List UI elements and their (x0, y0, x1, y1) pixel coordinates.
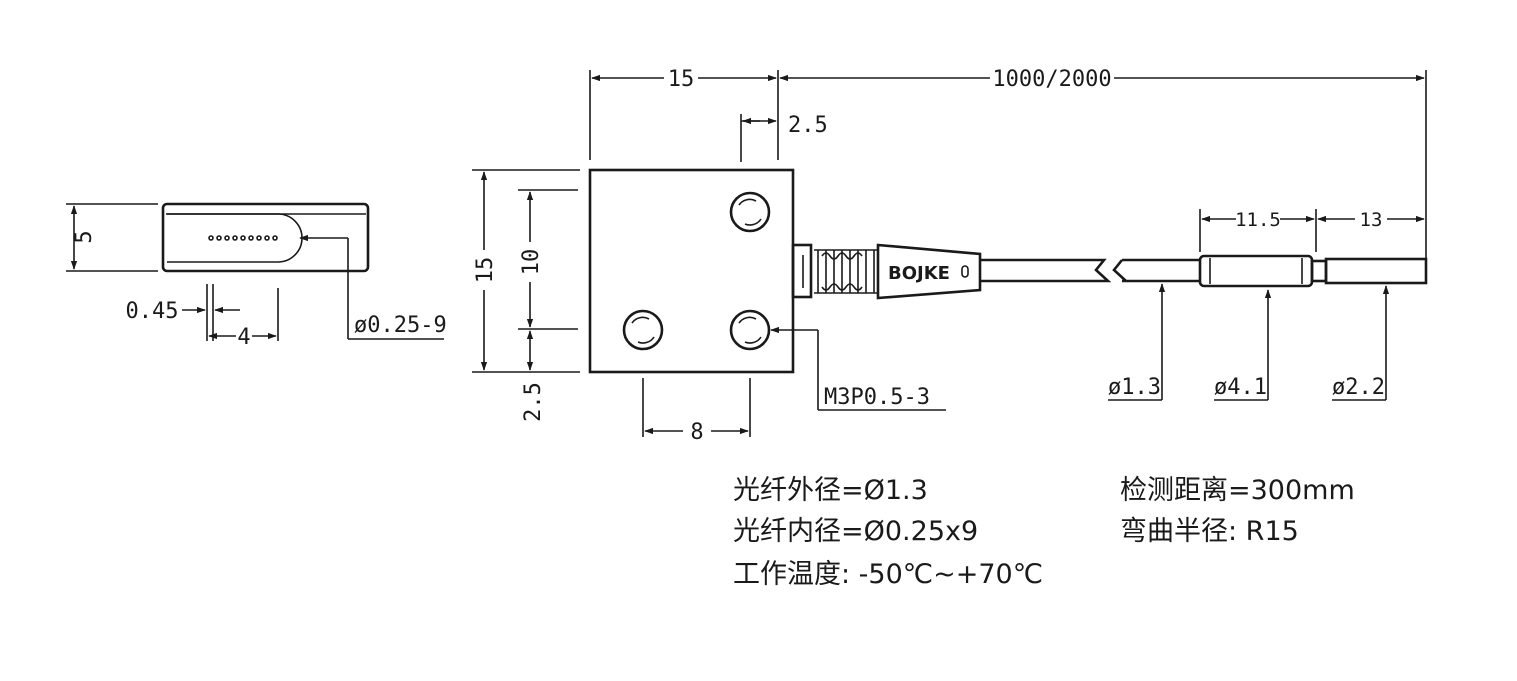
side-height-dim: 5 (72, 230, 97, 243)
fiber-spec-label: ø0.25-9 (354, 313, 447, 338)
spec-bend-radius: 弯曲半径: R15 (1120, 516, 1299, 547)
mounting-hole-top-right (729, 191, 771, 233)
side-gap-dim: 0.45 (126, 299, 179, 324)
spec-inner-dia: 光纤内径=Ø0.25x9 (733, 516, 978, 547)
side-view: 5 0.45 4 ø0.25-9 (66, 202, 447, 350)
spec-outer-dia: 光纤外径=Ø1.3 (733, 475, 928, 506)
mounting-hole-bottom-left (622, 309, 664, 351)
cable-assembly: 11.5 13 ø1.3 ø4.1 ø2.2 (980, 209, 1428, 401)
front-width-dim: 15 (668, 67, 695, 92)
sleeve-dia-label: ø4.1 (1214, 375, 1267, 400)
brand-label: BOJKE (888, 263, 950, 284)
hole-spacing-h-dim: 8 (690, 420, 703, 445)
thread-spec-label: M3P0.5-3 (824, 385, 930, 410)
metal-sleeve (1198, 254, 1314, 288)
cable-left (980, 258, 1112, 283)
cable-length-dim: 1000/2000 (992, 67, 1111, 92)
spec-list: 光纤外径=Ø1.3 光纤内径=Ø0.25x9 工作温度: -50℃~+70℃ 检… (733, 475, 1355, 590)
bottom-offset-dim: 2.5 (521, 382, 546, 422)
cable-right (1112, 258, 1200, 283)
hole-offset-dim: 2.5 (788, 113, 828, 138)
sleeve-length-dim: 11.5 (1235, 209, 1281, 231)
tip-length-dim: 13 (1360, 209, 1383, 231)
strain-relief: BOJKE (791, 243, 982, 300)
side-view-body (161, 202, 370, 273)
mounting-hole-bottom-right (729, 309, 771, 351)
spec-distance: 检测距离=300mm (1120, 475, 1355, 506)
probe-tip (1310, 257, 1428, 285)
sensor-body (588, 168, 795, 374)
hole-spacing-v-dim: 10 (519, 249, 544, 276)
cable-dia-label: ø1.3 (1108, 375, 1161, 400)
fiber-dot-row (208, 235, 278, 241)
side-length-dim: 4 (237, 325, 250, 350)
tip-dia-label: ø2.2 (1332, 375, 1385, 400)
spec-temperature: 工作温度: -50℃~+70℃ (733, 559, 1043, 590)
fiber-window-outline (167, 213, 303, 263)
front-view: 15 1000/2000 2.5 15 10 2.5 8 (472, 67, 1427, 445)
front-height-dim: 15 (473, 257, 498, 284)
